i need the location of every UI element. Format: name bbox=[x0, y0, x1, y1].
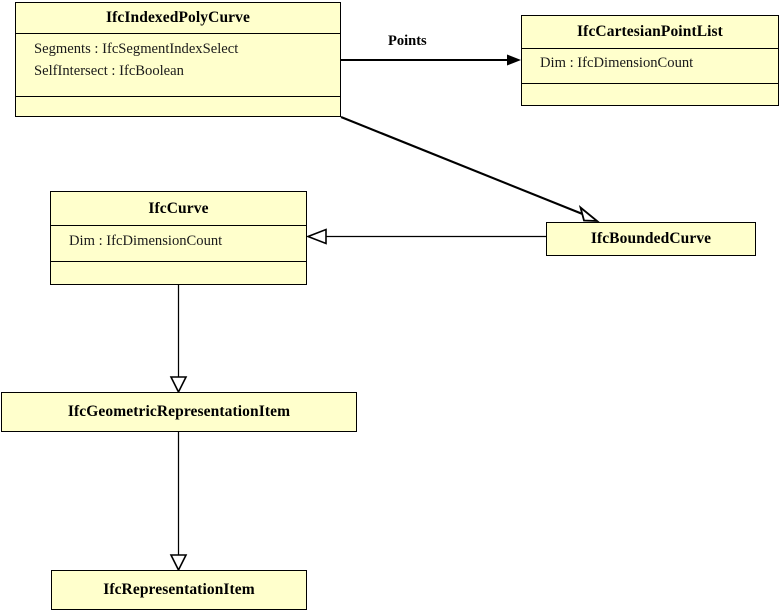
class-box-ifc-geometric-representation-item[interactable]: IfcGeometricRepresentationItem bbox=[1, 392, 357, 432]
class-attribute: SelfIntersect : IfcBoolean bbox=[34, 63, 184, 80]
generalization-horizontal-hollow-triangle bbox=[305, 228, 327, 245]
connector-indexed-poly-curve-to-bounded-curve[interactable] bbox=[340, 116, 600, 223]
class-attributes-ifc-curve: Dim : IfcDimensionCount bbox=[51, 225, 306, 261]
class-box-ifc-cartesian-point-list[interactable]: IfcCartesianPointList Dim : IfcDimension… bbox=[521, 15, 779, 106]
points-association-arrowhead bbox=[507, 54, 521, 66]
class-box-ifc-bounded-curve[interactable]: IfcBoundedCurve bbox=[546, 222, 756, 256]
generalization-diagonal-line bbox=[340, 116, 586, 216]
class-attributes-ifc-cartesian-point-list: Dim : IfcDimensionCount bbox=[522, 48, 778, 83]
generalization-diagonal-hollow-triangle bbox=[578, 205, 600, 223]
class-box-ifc-curve[interactable]: IfcCurve Dim : IfcDimensionCount bbox=[50, 191, 307, 285]
class-title-ifc-geometric-representation-item: IfcGeometricRepresentationItem bbox=[67, 403, 291, 420]
connector-bounded-curve-to-curve[interactable] bbox=[305, 228, 546, 245]
connector-curve-to-geometric-representation-item[interactable] bbox=[169, 285, 188, 394]
association-label-points: Points bbox=[388, 33, 427, 49]
generalization-vertical-hollow-triangle-upper bbox=[169, 376, 188, 394]
class-title-ifc-indexed-poly-curve: IfcIndexedPolyCurve bbox=[106, 9, 250, 26]
class-box-ifc-representation-item[interactable]: IfcRepresentationItem bbox=[51, 570, 307, 610]
class-title-ifc-representation-item: IfcRepresentationItem bbox=[103, 581, 255, 598]
class-operations-ifc-indexed-poly-curve bbox=[16, 96, 340, 116]
class-operations-ifc-curve bbox=[51, 261, 306, 283]
class-attribute: Segments : IfcSegmentIndexSelect bbox=[34, 41, 239, 57]
class-operations-ifc-cartesian-point-list bbox=[522, 83, 778, 105]
class-title-ifc-bounded-curve: IfcBoundedCurve bbox=[590, 230, 712, 247]
class-attributes-ifc-indexed-poly-curve: Segments : IfcSegmentIndexSelect SelfInt… bbox=[16, 33, 340, 96]
connector-points-association[interactable] bbox=[341, 54, 521, 66]
class-title-ifc-cartesian-point-list: IfcCartesianPointList bbox=[577, 23, 723, 40]
class-box-ifc-indexed-poly-curve[interactable]: IfcIndexedPolyCurve Segments : IfcSegmen… bbox=[15, 2, 341, 117]
class-attribute: Dim : IfcDimensionCount bbox=[540, 55, 694, 71]
generalization-vertical-hollow-triangle-lower bbox=[169, 554, 188, 572]
class-title-ifc-curve: IfcCurve bbox=[148, 199, 209, 217]
class-attribute: Dim : IfcDimensionCount bbox=[69, 233, 223, 249]
connector-geometric-representation-item-to-representation-item[interactable] bbox=[169, 432, 188, 572]
